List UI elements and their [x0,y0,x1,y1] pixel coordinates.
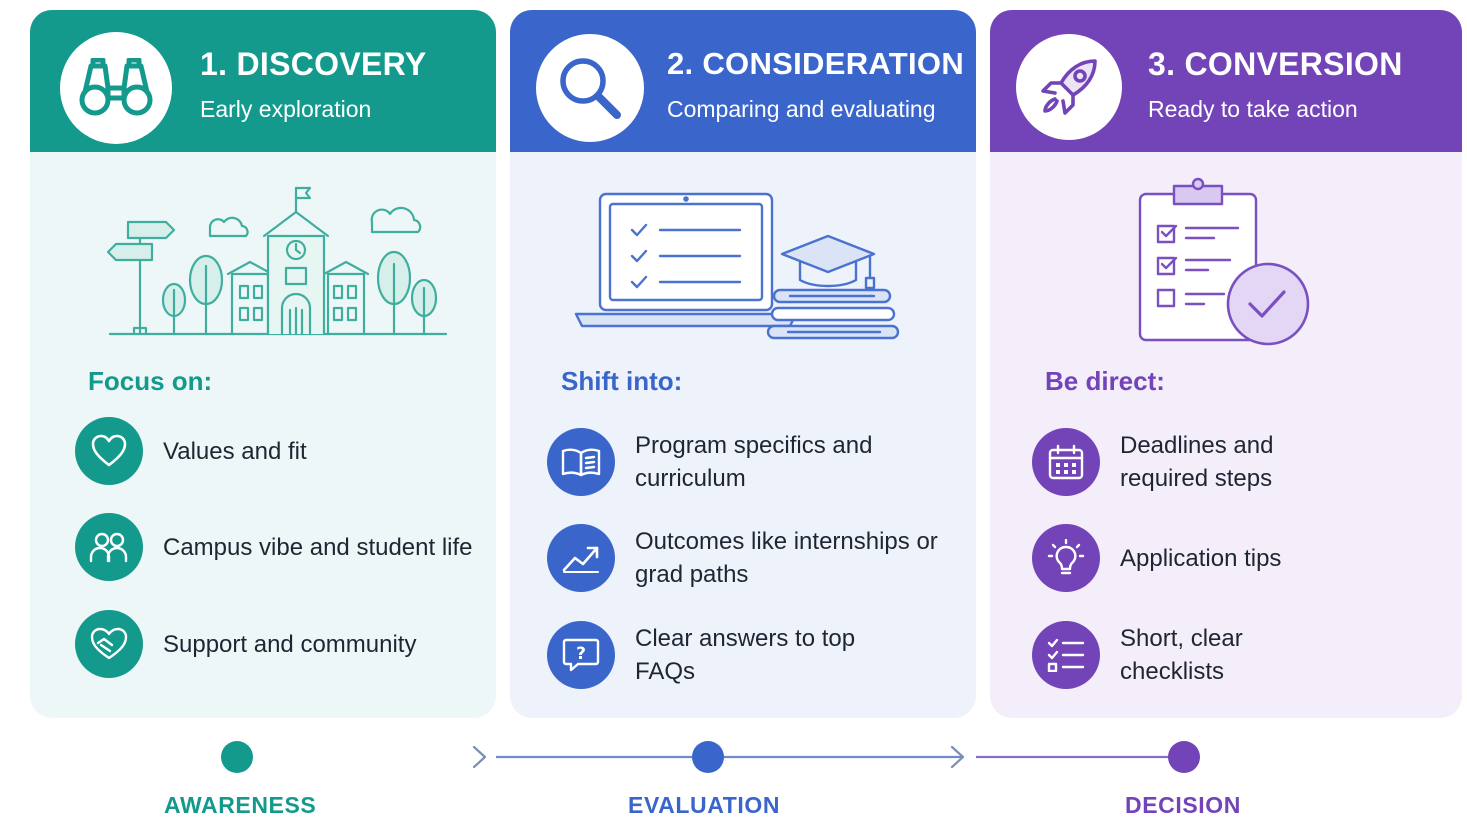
decision-node [1168,741,1200,773]
awareness-node [221,741,253,773]
awareness-label: AWARENESS [164,792,317,818]
binoculars-icon [60,32,172,144]
conversion-item-label: Application tips [1120,544,1282,572]
discovery-header: 1. DISCOVERY Early exploration [30,10,496,152]
evaluation-label: EVALUATION [628,792,781,818]
consideration-header: 2. CONSIDERATION Comparing and evaluatin… [510,10,976,152]
question-bubble-icon: ? [547,621,615,689]
discovery-item-support: Support and community [75,610,483,678]
conversion-item-checklists: Short, clear checklists [1032,621,1340,689]
discovery-item-values: Values and fit [75,417,483,485]
consideration-item-label: Program specifics and curriculum [635,432,873,492]
handshake-heart-icon [75,610,143,678]
discovery-focus-label: Focus on: [88,366,213,396]
open-book-icon [547,428,615,496]
consideration-title: 2. CONSIDERATION [667,46,965,81]
discovery-title: 1. DISCOVERY [200,46,427,82]
discovery-item-label: Campus vibe and student life [163,533,473,561]
lightbulb-icon [1032,524,1100,592]
conversion-subtitle: Ready to take action [1148,96,1358,122]
conversion-title: 3. CONVERSION [1148,46,1403,82]
consideration-focus-label: Shift into: [561,366,683,396]
timeline-arrow [472,745,487,769]
consideration-item-label: Outcomes like internships or grad paths [635,528,938,588]
discovery-item-label: Values and fit [163,437,307,465]
conversion-card: 3. CONVERSION Ready to take action Be di… [990,10,1462,718]
evaluation-node [692,741,724,773]
svg-text:?: ? [576,644,586,664]
timeline-arrow [950,745,965,769]
consideration-item-outcomes: Outcomes like internships or grad paths [547,524,965,592]
discovery-subtitle: Early exploration [200,96,372,122]
calendar-icon [1032,428,1100,496]
magnifier-icon [536,34,644,142]
consideration-subtitle: Comparing and evaluating [667,96,936,122]
decision-label: DECISION [1125,792,1241,818]
conversion-item-deadlines: Deadlines and required steps [1032,428,1340,496]
rocket-icon [1016,34,1122,140]
campus-illustration [106,186,448,336]
conversion-focus-label: Be direct: [1045,366,1165,396]
growth-chart-icon [547,524,615,592]
conversion-item-label: Short, clear checklists [1120,625,1243,685]
consideration-item-program: Program specifics and curriculum [547,428,875,496]
conversion-item-label: Deadlines and required steps [1120,432,1274,492]
laptop-graduation-illustration [574,192,900,340]
consideration-item-label: Clear answers to top FAQs [635,625,856,685]
consideration-card: 2. CONSIDERATION Comparing and evaluatin… [510,10,976,718]
consideration-item-faqs: ? Clear answers to top FAQs [547,621,875,689]
conversion-item-tips: Application tips [1032,524,1400,592]
discovery-item-label: Support and community [163,630,417,658]
discovery-item-campus: Campus vibe and student life [75,513,483,581]
funnel-timeline [88,741,1200,773]
heart-icon [75,417,143,485]
people-icon [75,513,143,581]
clipboard-check-illustration [1138,177,1310,346]
discovery-card: 1. DISCOVERY Early exploration [30,10,496,718]
conversion-header: 3. CONVERSION Ready to take action [990,10,1462,152]
checklist-icon [1032,621,1100,689]
